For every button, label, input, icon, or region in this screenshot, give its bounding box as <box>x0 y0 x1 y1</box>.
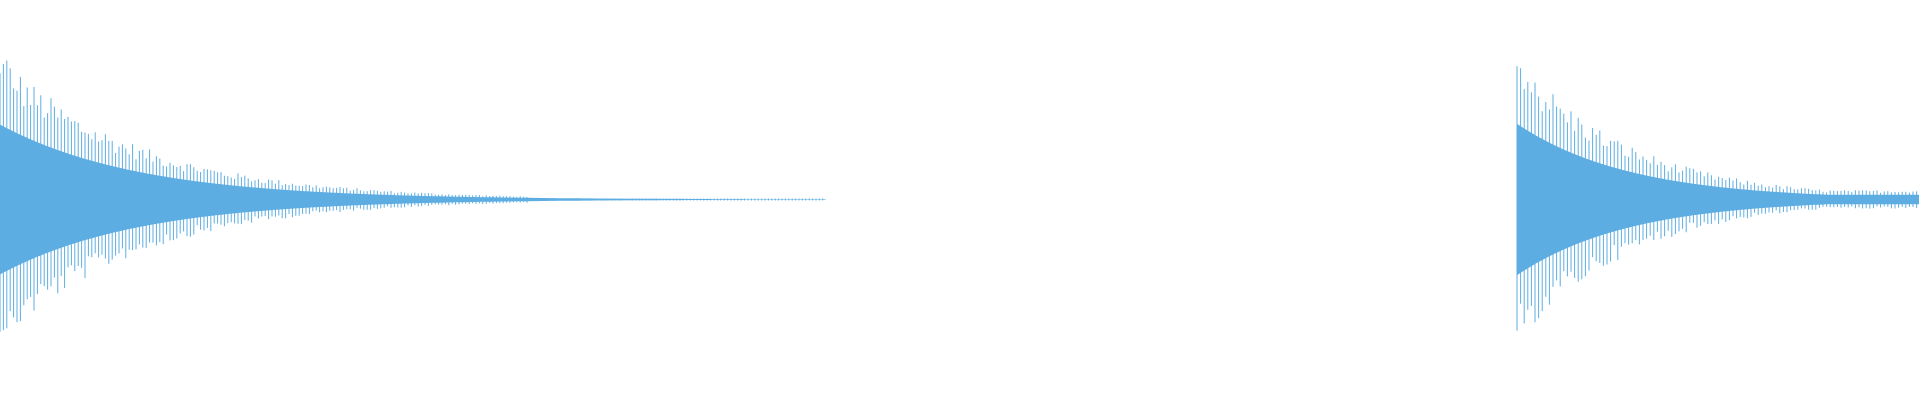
waveform-body <box>0 124 826 275</box>
waveform-clips <box>0 60 1919 332</box>
waveform-clip-1[interactable] <box>0 60 826 332</box>
waveform-clip-2[interactable] <box>1516 66 1919 331</box>
waveform-body <box>1517 123 1919 276</box>
waveform-peaks <box>1516 66 1918 331</box>
waveform-peaks <box>0 60 824 332</box>
